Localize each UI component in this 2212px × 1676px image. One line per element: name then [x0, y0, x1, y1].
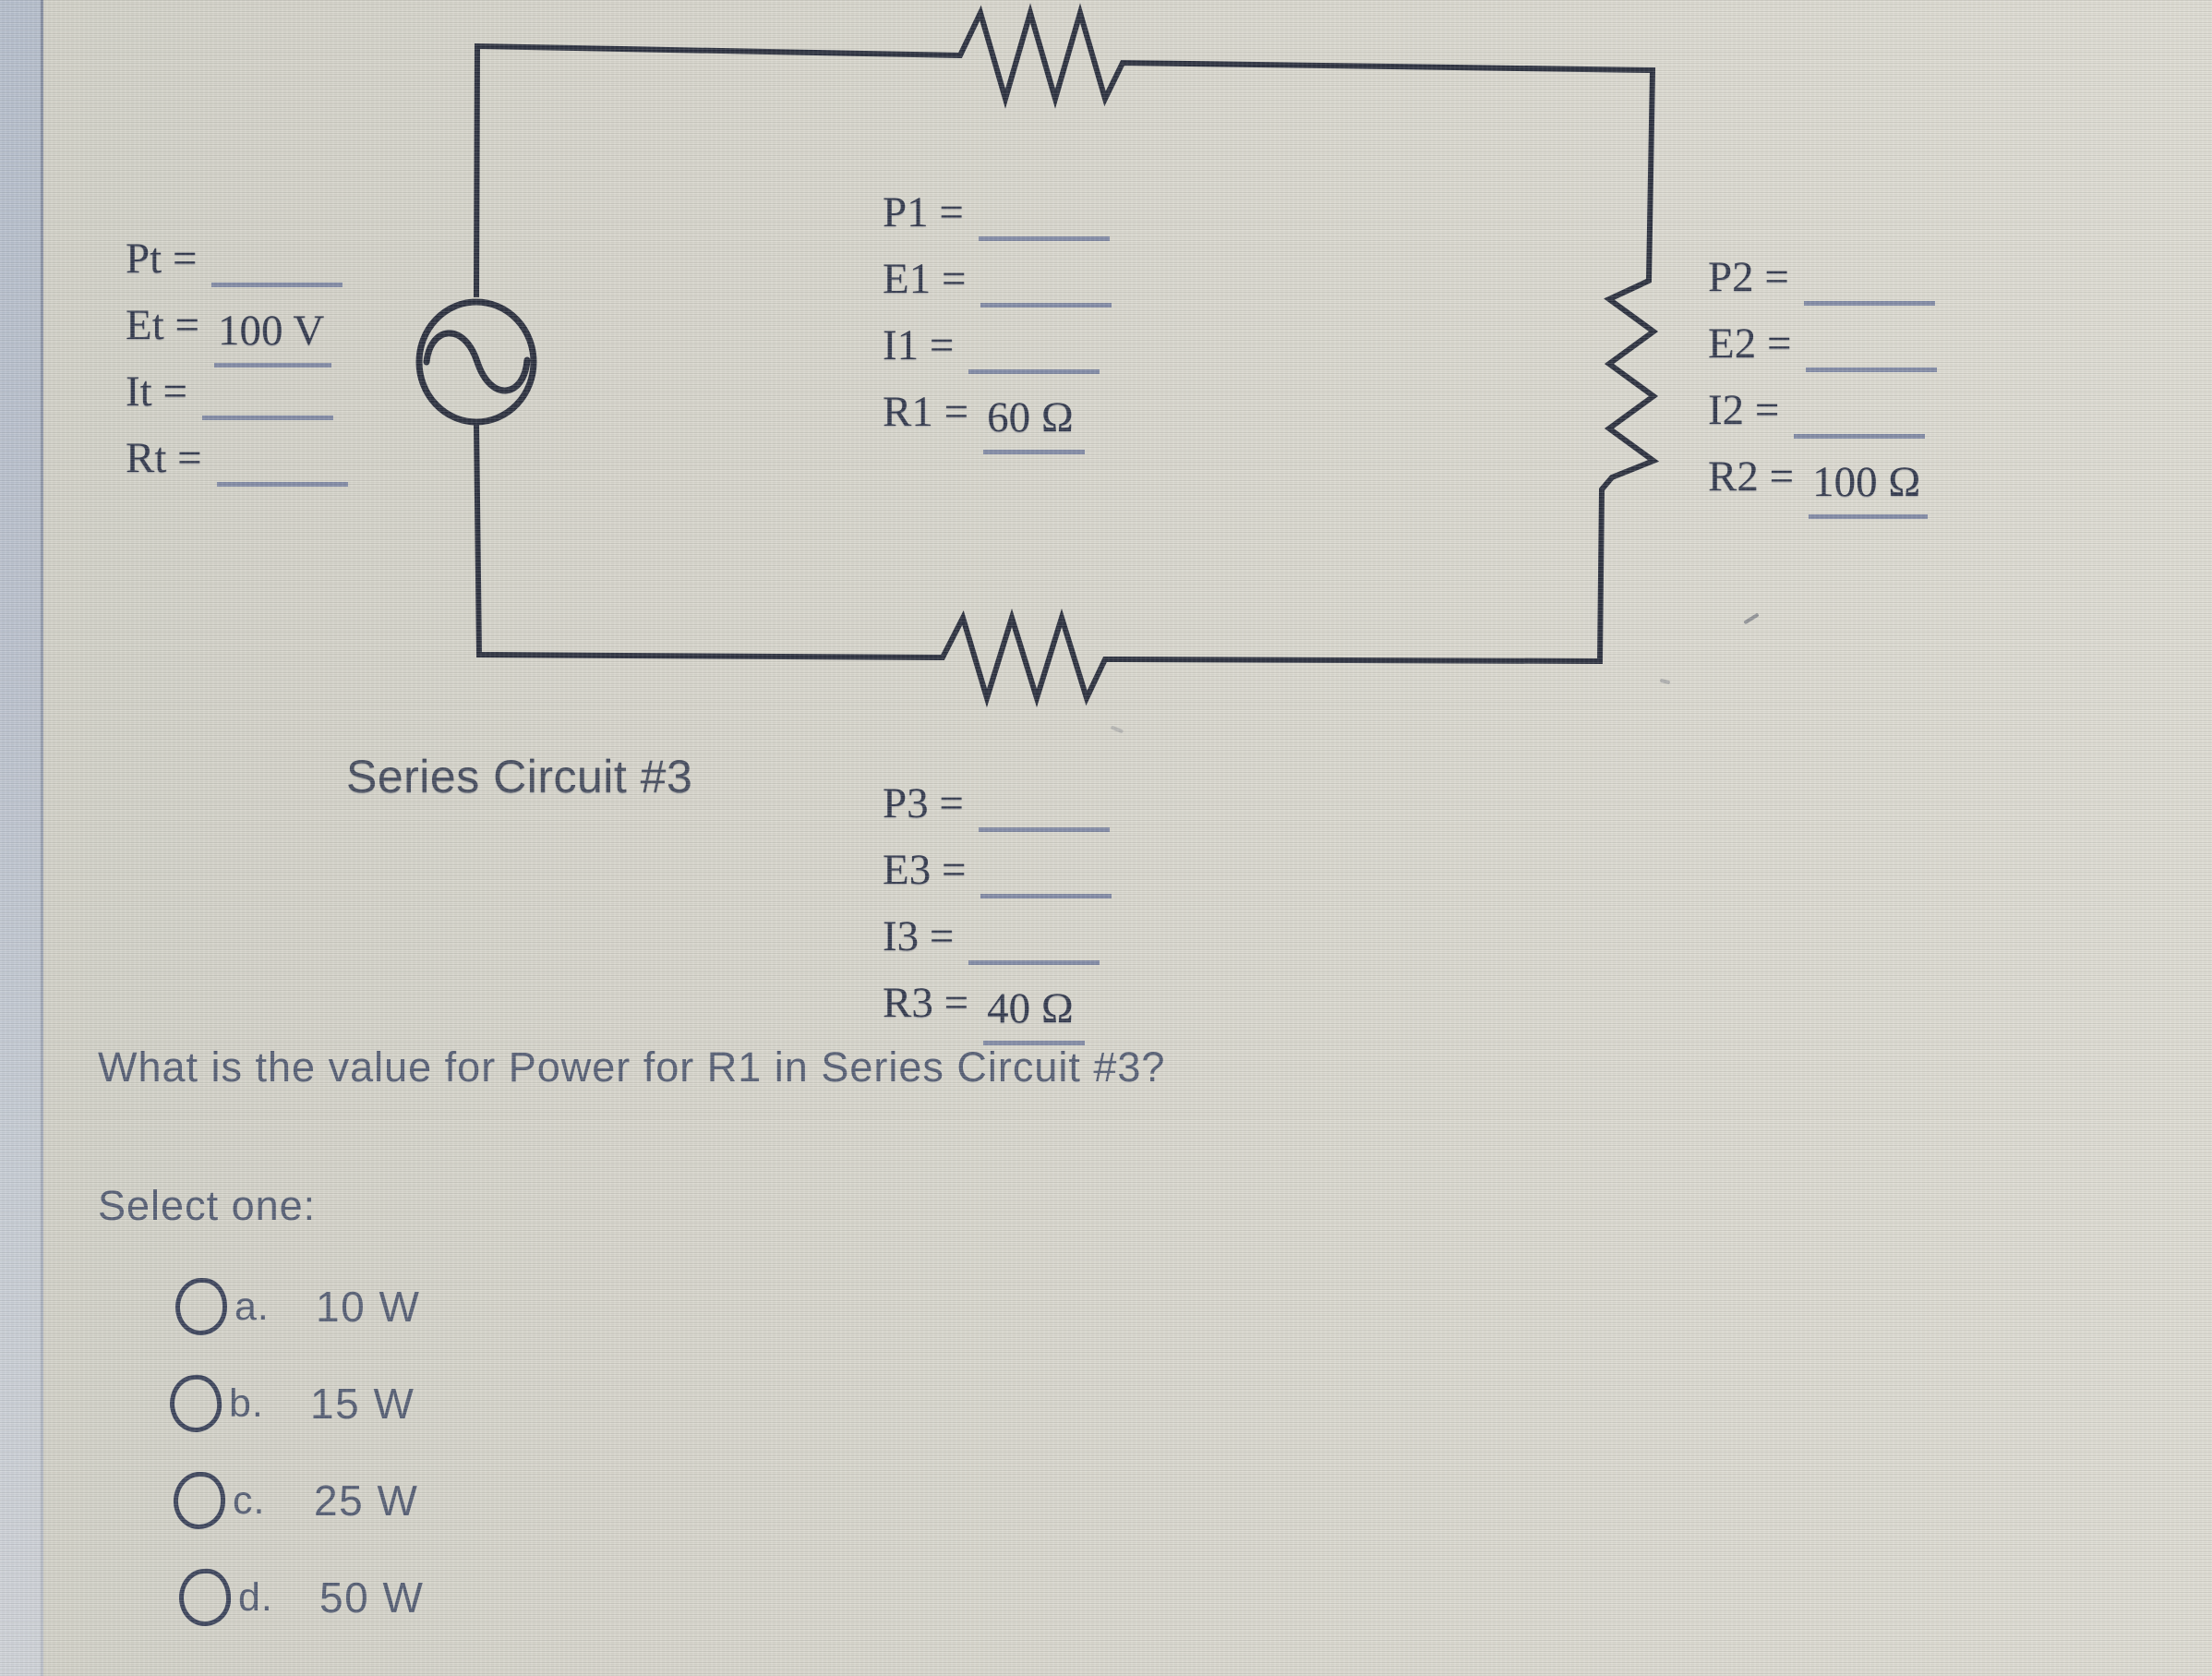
blank-it [201, 413, 333, 420]
label-e1: E1 = [883, 249, 1112, 316]
value-et: 100 V [214, 301, 332, 368]
option-c[interactable]: c. 25 W [172, 1470, 419, 1531]
label-r1: R1 =60 Ω [883, 382, 1112, 454]
option-a-key[interactable]: a. [234, 1284, 270, 1329]
label-r3: R3 =40 Ω [883, 973, 1112, 1045]
option-b-key[interactable]: b. [229, 1381, 264, 1426]
option-d[interactable]: d. 50 W [177, 1568, 425, 1627]
label-p1: P1 = [883, 183, 1112, 249]
option-a[interactable]: a. 10 W [174, 1277, 421, 1336]
radio-button-c[interactable] [172, 1470, 227, 1531]
r3-labels: P3 = E3 = I3 = R3 =40 Ω [883, 774, 1112, 1045]
ac-source-icon [415, 298, 537, 426]
option-b-label[interactable]: 15 W [310, 1380, 415, 1428]
question-text: What is the value for Power for R1 in Se… [98, 1043, 1166, 1091]
blank-p3 [978, 825, 1110, 832]
radio-button-d[interactable] [177, 1568, 233, 1627]
option-c-label[interactable]: 25 W [314, 1477, 419, 1525]
option-b[interactable]: b. 15 W [167, 1373, 415, 1434]
option-d-label[interactable]: 50 W [319, 1574, 425, 1622]
value-r3: 40 Ω [983, 979, 1086, 1045]
circuit-diagram [415, 3, 1660, 708]
label-p2: P2 = [1708, 247, 1937, 314]
source-labels: Pt = Et =100 V It = Rt = [126, 229, 348, 495]
label-i3: I3 = [883, 907, 1112, 973]
select-one-prompt: Select one: [98, 1182, 317, 1229]
value-r2: 100 Ω [1809, 452, 1929, 519]
label-p3: P3 = [883, 774, 1112, 840]
blank-i2 [1794, 431, 1926, 439]
r2-labels: P2 = E2 = I2 = R2 =100 Ω [1708, 247, 1938, 519]
blank-rt [216, 479, 348, 487]
label-r2: R2 =100 Ω [1708, 447, 1937, 519]
label-i2: I2 = [1708, 380, 1937, 447]
circuit-caption: Series Circuit #3 [346, 751, 693, 802]
option-d-key[interactable]: d. [238, 1574, 273, 1620]
option-a-label[interactable]: 10 W [316, 1283, 421, 1331]
blank-e2 [1806, 365, 1938, 372]
label-et: Et =100 V [126, 295, 348, 368]
option-c-key[interactable]: c. [233, 1477, 266, 1523]
label-rt: Rt = [126, 428, 348, 495]
label-pt: Pt = [126, 229, 348, 295]
label-e2: E2 = [1708, 314, 1938, 380]
page-margin-strip [0, 0, 43, 1676]
circuit-wires [474, 3, 1660, 708]
blank-i1 [968, 367, 1100, 374]
blank-e1 [980, 300, 1112, 307]
blank-p2 [1803, 298, 1935, 306]
radio-button-a[interactable] [174, 1277, 229, 1336]
blank-pt [211, 280, 343, 287]
blank-e3 [980, 891, 1112, 898]
label-e3: E3 = [883, 840, 1112, 907]
r1-labels: P1 = E1 = I1 = R1 =60 Ω [883, 183, 1112, 454]
value-r1: 60 Ω [983, 388, 1086, 454]
blank-i3 [968, 958, 1100, 965]
label-it: It = [126, 362, 348, 428]
label-i1: I1 = [883, 316, 1112, 382]
radio-button-b[interactable] [167, 1373, 224, 1434]
blank-p1 [978, 234, 1110, 241]
